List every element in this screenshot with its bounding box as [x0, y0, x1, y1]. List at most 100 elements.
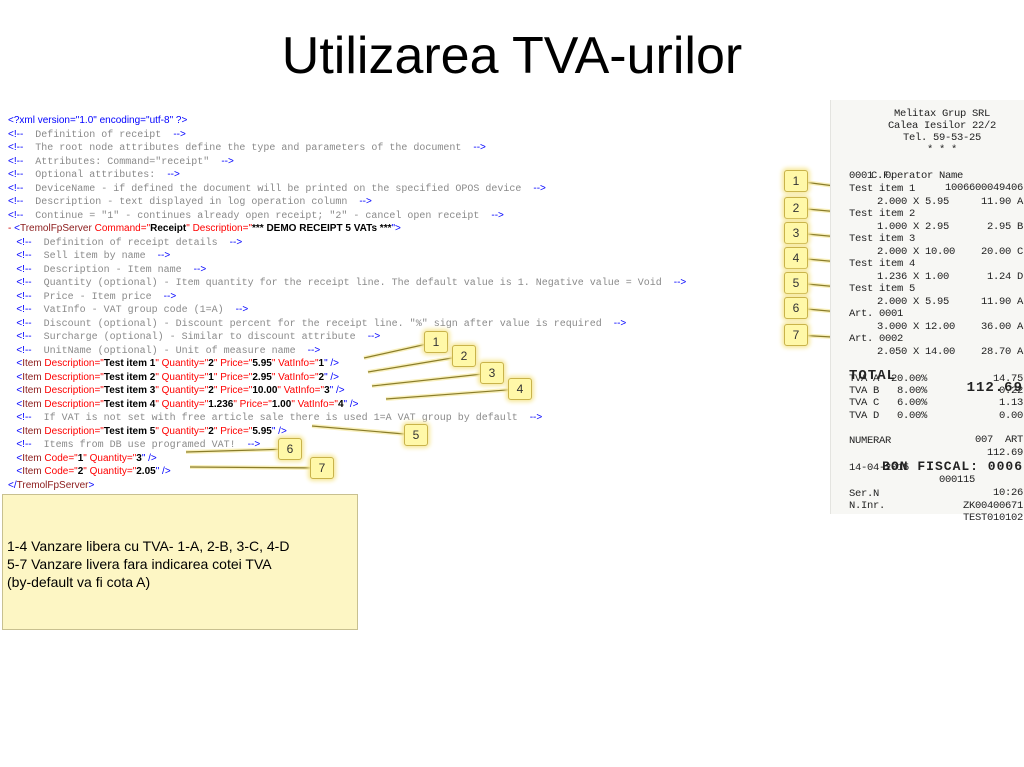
receipt-item-name: Test item 4 — [849, 258, 916, 270]
xml-line: <!-- Price - Item price --> — [8, 290, 768, 304]
xml-token: --> — [163, 290, 177, 302]
xml-token: " /> — [324, 358, 340, 369]
receipt-callout-badge: 7 — [784, 324, 808, 346]
receipt-serial: Ser.N ZK00400671 — [849, 475, 1023, 513]
receipt-numerar: NUMERAR 112.69 — [849, 422, 1023, 460]
xml-line: <!-- Definition of receipt --> — [8, 128, 768, 142]
xml-token: <!-- — [8, 142, 24, 153]
xml-token: Continue = "1" - continues already open … — [23, 210, 492, 222]
xml-token: " /> — [155, 466, 171, 477]
xml-line: <!-- UnitName (optional) - Unit of measu… — [8, 344, 768, 358]
xml-callout-badge: 5 — [404, 424, 428, 446]
xml-token: VatInfo - VAT group code (1=A) — [31, 305, 236, 316]
receipt-cf-value: 1006600049406 — [944, 182, 1023, 194]
receipt-date-line: 14-04-2015 000115 10:26 — [849, 449, 1023, 499]
xml-token: Description=" — [41, 425, 104, 437]
receipt-item-amount: 36.00 A — [980, 320, 1023, 333]
xml-token: " VatInfo=" — [291, 398, 338, 410]
xml-token: If VAT is not set with free article sale… — [31, 413, 530, 424]
receipt-address: Calea Iesilor 22/2 — [887, 120, 997, 132]
receipt-operator: 0001 Operator Name — [849, 170, 964, 182]
xml-token: <!-- — [8, 182, 24, 194]
receipt-vat-label: TVA D 0.00% — [849, 409, 928, 422]
xml-token: 3 — [324, 385, 330, 396]
xml-token: < — [8, 452, 23, 464]
receipt-inr-value: TEST010102 — [962, 512, 1023, 524]
xml-token: < — [8, 398, 23, 410]
xml-token: - — [8, 223, 15, 234]
xml-token: <!-- — [8, 128, 24, 140]
xml-token: 2.05 — [136, 466, 156, 477]
xml-token: --> — [221, 155, 234, 167]
receipt-item-amount: 2.95 B — [986, 220, 1023, 233]
xml-token: <?xml version="1.0" encoding="utf-8" ?> — [8, 115, 188, 126]
xml-line: <Item Description="Test item 3" Quantity… — [8, 384, 768, 398]
xml-token: 1 — [77, 452, 84, 464]
xml-token: " Quantity=" — [83, 452, 137, 464]
xml-line: <!-- DeviceName - if defined the documen… — [8, 182, 768, 196]
xml-token: Code=" — [41, 452, 78, 464]
xml-line: <!-- Items from DB use programed VAT! --… — [8, 438, 768, 452]
xml-token: " VatInfo=" — [271, 371, 319, 383]
receipt-fiscal: BON FISCAL: 0006 — [882, 459, 1023, 474]
xml-token: > — [88, 479, 95, 491]
xml-line: <!-- If VAT is not set with free article… — [8, 411, 768, 425]
xml-token: 5.95 — [252, 358, 272, 369]
xml-token: "> — [391, 223, 401, 234]
receipt-item-qty-price: 2.000 X 10.00 — [877, 245, 956, 258]
xml-token: " Quantity=" — [155, 385, 209, 396]
xml-token: <!-- — [8, 155, 24, 167]
xml-token: " /> — [329, 385, 345, 396]
xml-token: <!-- — [8, 277, 32, 288]
xml-token: --> — [491, 209, 504, 221]
xml-token: --> — [533, 182, 546, 194]
note-line-1: 1-4 Vanzare libera cu TVA- 1-A, 2-B, 3-C… — [7, 538, 290, 554]
receipt-inr: N.Inr. TEST010102 — [849, 487, 1023, 525]
xml-token: Surcharge (optional) - Similar to discou… — [31, 332, 368, 343]
xml-token: *** DEMO RECEIPT 5 VATs *** — [252, 223, 392, 234]
xml-token: --> — [167, 169, 180, 180]
xml-token: < — [8, 466, 23, 477]
xml-token: --> — [307, 344, 321, 356]
xml-token: 5.95 — [252, 425, 272, 437]
xml-token: Description=" — [41, 385, 104, 396]
xml-token: Quantity (optional) - Item quantity for … — [31, 278, 674, 289]
xml-token: " VatInfo=" — [271, 358, 319, 369]
receipt-art-count: 007 ART — [974, 434, 1023, 446]
xml-line: </TremolFpServer> — [8, 479, 768, 493]
receipt-vat-value: 0.22 — [998, 385, 1023, 398]
xml-token: Item — [22, 398, 42, 410]
xml-token: " /> — [324, 371, 340, 383]
receipt-item-qty-price: 1.000 X 2.95 — [877, 220, 950, 233]
xml-token: <!-- — [8, 439, 32, 450]
xml-token: Test item 2 — [103, 371, 156, 383]
slide-title: Utilizarea TVA-urilor — [281, 27, 743, 85]
xml-token: Command=" — [91, 223, 151, 234]
xml-token: --> — [613, 317, 627, 329]
receipt-callout-badge: 3 — [784, 222, 808, 244]
xml-callout-badge: 3 — [480, 362, 504, 384]
xml-token: Item — [22, 452, 42, 464]
receipt-item-amount: 1.24 D — [986, 270, 1023, 283]
xml-line: <!-- Attributes: Command="receipt" --> — [8, 155, 768, 169]
xml-token: Optional attributes: — [23, 170, 168, 181]
receipt-item-qty-price: 2.050 X 14.00 — [877, 345, 956, 358]
receipt-callout-badge: 6 — [784, 297, 808, 319]
xml-line: <!-- VatInfo - VAT group code (1=A) --> — [8, 303, 768, 317]
xml-token: --> — [673, 277, 687, 288]
xml-token: < — [8, 385, 23, 396]
xml-token: Code=" — [41, 466, 78, 477]
xml-token: Test item 1 — [103, 358, 156, 369]
xml-token: " Quantity=" — [155, 425, 209, 437]
xml-token: --> — [359, 196, 372, 207]
xml-line: <Item Code="2" Quantity="2.05" /> — [8, 465, 768, 479]
xml-line: <!-- Continue = "1" - continues already … — [8, 209, 768, 223]
xml-line: <!-- Description - Item name --> — [8, 263, 768, 277]
receipt-cf-label: C.F. — [871, 169, 896, 182]
xml-token: Description - text displayed in log oper… — [23, 197, 360, 208]
xml-token: " VatInfo=" — [277, 385, 325, 396]
xml-token: Definition of receipt details — [31, 237, 230, 249]
receipt-stars: * * * — [926, 144, 957, 156]
